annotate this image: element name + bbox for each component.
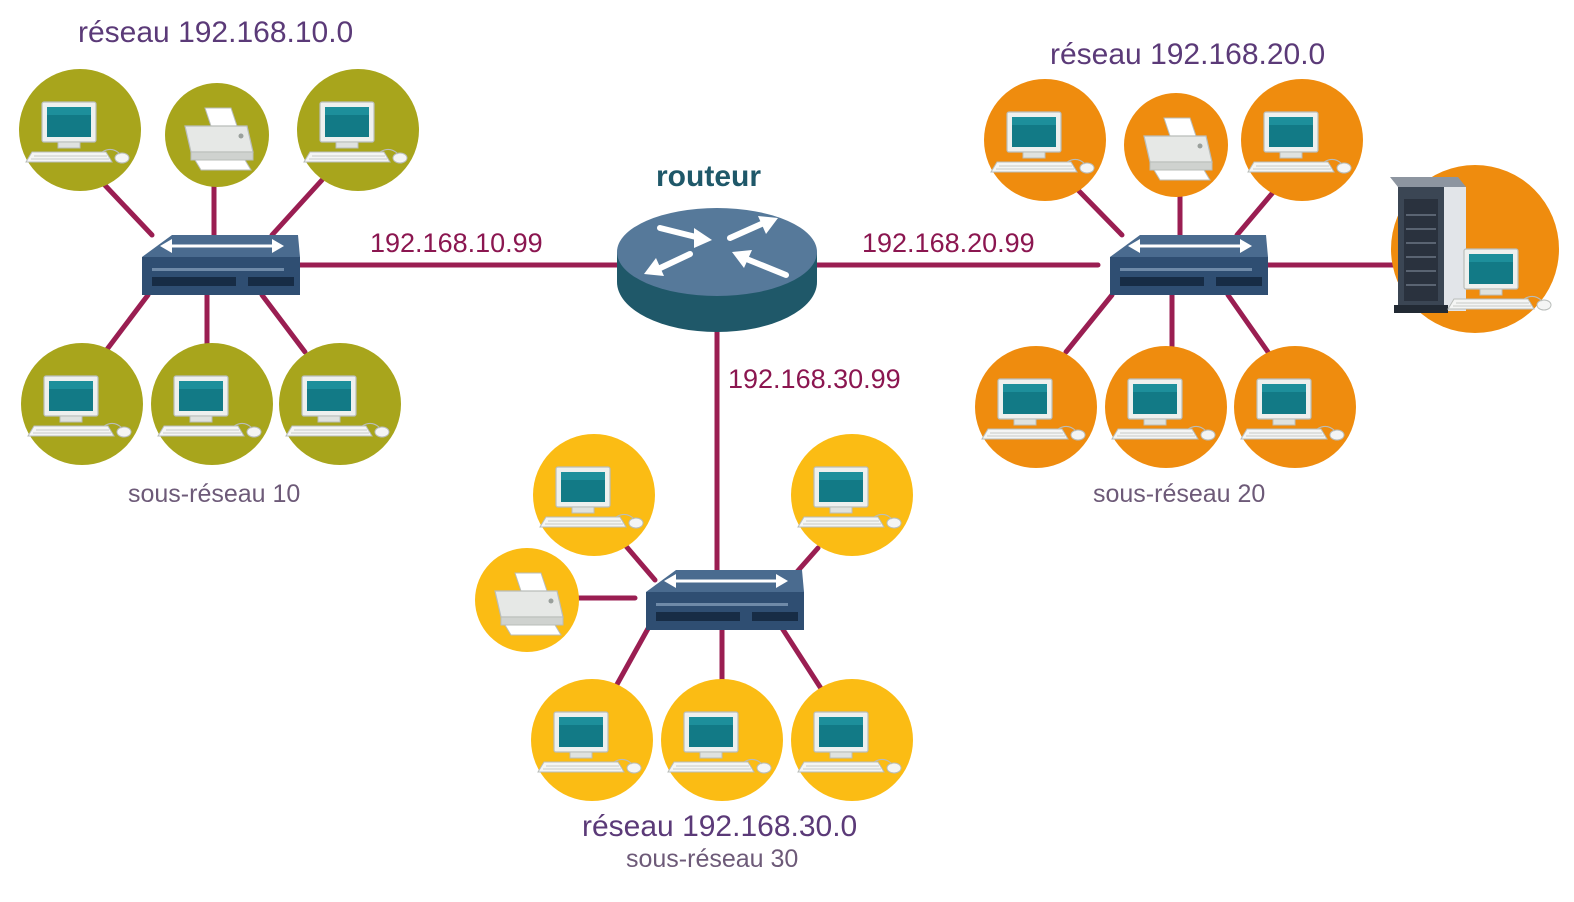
gateway-ip-30: 192.168.30.99	[728, 364, 901, 394]
node-20-printer	[1124, 93, 1228, 197]
link-10-pc5	[259, 292, 308, 355]
link-20-pc3	[1063, 292, 1115, 355]
router-label: routeur	[656, 160, 761, 193]
switch-icon	[140, 233, 302, 297]
node-30-pc1	[533, 434, 655, 556]
subnet-number-10: 10	[272, 480, 301, 508]
link-30-pc1	[622, 542, 658, 583]
node-30-pc3	[531, 679, 653, 801]
node-10-pc1	[19, 69, 141, 191]
subnet-30-nodes	[475, 434, 913, 801]
node-10-pc2	[297, 69, 419, 191]
node-10-printer	[165, 83, 269, 187]
switch-icon	[1108, 233, 1270, 297]
link-30-pc5	[777, 622, 825, 693]
subnet-label-20: sous-réseau 20	[1093, 482, 1265, 507]
gateway-ip-10: 192.168.10.99	[370, 228, 543, 258]
link-20-pc2	[1234, 187, 1278, 238]
node-10-pc5	[279, 343, 401, 465]
link-10-pc3	[102, 292, 151, 355]
node-30-pc4	[661, 679, 783, 801]
subnet-word-20: sous-réseau	[1093, 480, 1231, 508]
router-icon	[617, 208, 817, 332]
network-title-20: réseau 192.168.20.0	[1050, 38, 1326, 71]
subnet-number-30: 30	[770, 845, 799, 873]
switch-icon	[644, 568, 806, 632]
node-20-pc4	[1105, 346, 1227, 468]
node-20-pc2	[1241, 79, 1363, 201]
link-20-pc5	[1225, 292, 1271, 355]
network-title-10: réseau 192.168.10.0	[78, 16, 354, 49]
subnet-label-10: sous-réseau 10	[128, 482, 300, 507]
node-20-pc1	[984, 79, 1106, 201]
node-20-pc5	[1234, 346, 1356, 468]
subnet-number-20: 20	[1237, 480, 1266, 508]
gateway-ip-20: 192.168.20.99	[862, 228, 1035, 258]
node-30-pc5	[791, 679, 913, 801]
link-20-pc1	[1075, 187, 1125, 238]
subnet-10-nodes	[19, 69, 419, 465]
link-30-pc3	[612, 622, 653, 691]
link-10-pc1	[97, 177, 155, 238]
subnet-label-30: sous-réseau 30	[626, 847, 798, 872]
node-30-printer	[475, 548, 579, 652]
subnet-word-10: sous-réseau	[128, 480, 266, 508]
node-10-pc4	[151, 343, 273, 465]
network-links	[97, 177, 1398, 693]
node-20-server	[1389, 165, 1559, 333]
server-icon	[1389, 176, 1467, 314]
link-10-pc2	[269, 177, 325, 238]
node-10-pc3	[21, 343, 143, 465]
node-30-pc2	[791, 434, 913, 556]
network-title-30: réseau 192.168.30.0	[582, 810, 858, 843]
subnet-word-30: sous-réseau	[626, 845, 764, 873]
node-20-pc3	[975, 346, 1097, 468]
subnet-20-nodes	[975, 79, 1559, 468]
